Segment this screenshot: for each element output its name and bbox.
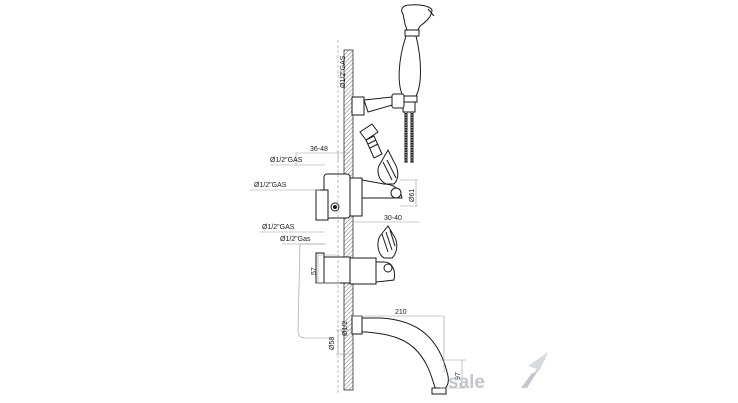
bath-spout — [351, 315, 449, 395]
dimension-lines — [250, 40, 466, 395]
watermark-logo: sale — [448, 352, 548, 393]
shower-holder — [351, 93, 405, 116]
dim-36-48-label: 36-48 — [310, 146, 328, 153]
dim-210-label: 210 — [395, 309, 407, 316]
side-outlet-label: Ø1/2"GAS — [254, 182, 287, 189]
hand-shower — [398, 4, 435, 113]
hose-connector — [359, 123, 383, 159]
hose-inlet-label: Ø1/2"GAS — [340, 55, 347, 88]
upper-inlet-label: Ø1/2"GAS — [270, 157, 303, 164]
shower-hose — [404, 112, 414, 163]
lower-inlet-label: Ø1/2"GAS — [262, 224, 295, 231]
diverter-body — [315, 148, 403, 221]
wall-section — [343, 49, 354, 391]
dim-97-label: 97 — [455, 372, 462, 380]
dim-57-label: 57 — [311, 267, 318, 275]
dim-30-40-label: 30-40 — [384, 215, 402, 222]
spout-thread-label: Ø1/2 — [342, 321, 349, 336]
watermark-text: sale — [448, 372, 485, 393]
dim-61-label: Ø61 — [409, 189, 416, 202]
lower-inlet-gas-label: Ø1/2"Gas — [280, 236, 311, 243]
lower-valve — [315, 225, 398, 285]
dim-58-label: Ø58 — [329, 337, 336, 350]
